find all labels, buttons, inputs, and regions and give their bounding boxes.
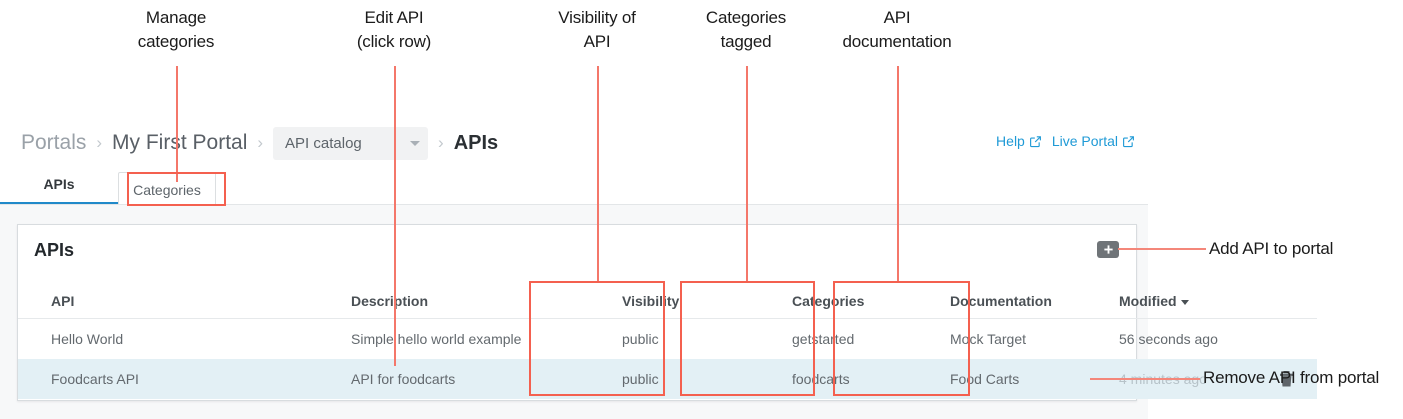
table-row[interactable]: Foodcarts API API for foodcarts public f…: [18, 359, 1317, 399]
breadcrumb-separator-icon: ›: [96, 133, 103, 152]
annotation-label: API documentation: [842, 8, 952, 51]
card-title: APIs: [34, 240, 75, 260]
table-row[interactable]: Hello World Simple hello world example p…: [18, 319, 1317, 360]
annotation-leader-line: [394, 66, 396, 366]
breadcrumb-portals[interactable]: Portals: [21, 131, 87, 154]
cell-api: Foodcarts API: [18, 359, 318, 399]
breadcrumb-separator-icon: ›: [438, 133, 444, 152]
plus-icon: [1103, 244, 1114, 255]
external-link-icon: [1029, 135, 1042, 148]
column-header-documentation[interactable]: Documentation: [932, 285, 1093, 319]
sort-desc-icon: [1180, 299, 1189, 305]
column-header-description[interactable]: Description: [318, 285, 581, 319]
column-header-modified-label: Modified: [1119, 293, 1177, 309]
help-link-label: Help: [996, 133, 1025, 149]
trash-icon: [1279, 371, 1294, 391]
cell-documentation: Mock Target: [950, 331, 1026, 347]
cell-modified: 56 seconds ago: [1093, 319, 1317, 360]
cell-description: Simple hello world example: [351, 331, 522, 347]
annotation-leader-line: [897, 66, 899, 283]
column-header-categories[interactable]: Categories: [762, 285, 932, 319]
column-header-visibility[interactable]: Visibility: [581, 285, 762, 319]
annotation-leader-line: [746, 66, 748, 283]
remove-api-button[interactable]: [1279, 371, 1294, 388]
breadcrumb-current: APIs: [453, 131, 499, 154]
breadcrumb: Portals › My First Portal › API catalog …: [21, 126, 499, 160]
annotation-add-api-leader: [1118, 248, 1206, 250]
cell-visibility: public: [581, 359, 762, 399]
tab-apis[interactable]: APIs: [0, 176, 118, 205]
breadcrumb-separator-icon: ›: [257, 133, 264, 152]
annotation-label: Add API to portal: [1209, 239, 1334, 258]
tab-bar: APIs Categories: [0, 171, 1148, 205]
annotation-label: Remove API from portal: [1203, 368, 1380, 387]
cell-api: Hello World: [51, 331, 124, 347]
annotation-leader-line: [597, 66, 599, 283]
chevron-down-icon: [410, 140, 421, 146]
live-portal-link-label: Live Portal: [1051, 133, 1118, 149]
catalog-select[interactable]: API catalog: [273, 126, 429, 160]
column-header-modified[interactable]: Modified: [1093, 285, 1317, 319]
breadcrumb-portal-name[interactable]: My First Portal: [112, 131, 248, 154]
tab-categories[interactable]: Categories: [118, 172, 216, 205]
help-link[interactable]: Help: [996, 133, 1042, 149]
apis-card: APIs API Description Visibility Categori…: [17, 224, 1317, 401]
external-link-icon: [1122, 135, 1135, 148]
annotation-label: Manage categories: [137, 8, 215, 51]
column-header-api[interactable]: API: [18, 285, 318, 319]
cell-modified-label: 56 seconds ago: [1119, 331, 1218, 347]
cell-categories: foodcarts: [762, 359, 932, 399]
cell-description: API for foodcarts: [318, 359, 581, 399]
annotation-label: Visibility of API: [558, 8, 636, 51]
add-api-button[interactable]: [1097, 241, 1119, 258]
cell-visibility: public: [622, 331, 659, 347]
top-links: Help Live Portal: [996, 133, 1135, 149]
cell-categories: getstarted: [792, 331, 855, 347]
annotation-label: Categories tagged: [705, 8, 787, 51]
cell-documentation: Food Carts: [932, 359, 1093, 399]
annotation-remove-api-leader: [1090, 378, 1200, 380]
tab-bar-divider: [0, 204, 1148, 205]
apis-table: API Description Visibility Categories Do…: [18, 285, 1317, 399]
catalog-select-value: API catalog: [285, 134, 362, 152]
live-portal-link[interactable]: Live Portal: [1052, 133, 1135, 149]
table-header-row: API Description Visibility Categories Do…: [18, 285, 1317, 319]
annotation-leader-line: [176, 66, 178, 182]
annotation-label: Edit API (click row): [356, 8, 432, 51]
